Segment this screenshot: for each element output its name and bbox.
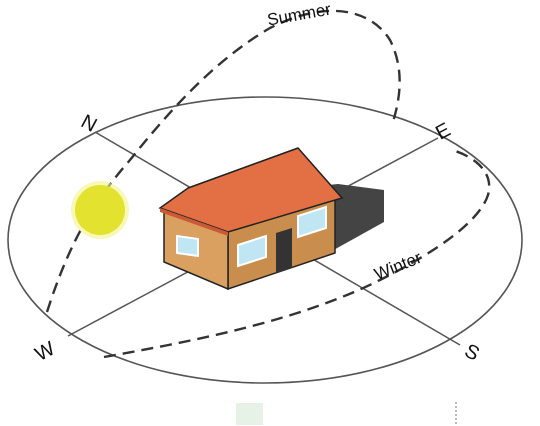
compass-label-west: W [32, 338, 59, 366]
house-side-window-1 [237, 234, 267, 268]
summer-path-label: Summer [266, 0, 333, 30]
house-door [276, 228, 292, 273]
bottom-artifact-box [236, 403, 263, 425]
house-front-window [176, 234, 199, 258]
house-icon [158, 147, 384, 291]
compass-label-south: S [461, 340, 483, 366]
horizon-ellipse [7, 96, 523, 384]
sun-icon [71, 181, 129, 239]
house-roof-eave [160, 208, 228, 236]
house-side-window-2 [297, 205, 327, 239]
winter-sun-path [103, 148, 491, 359]
winter-path-label: Winter [372, 248, 425, 284]
house-roof [158, 147, 344, 233]
